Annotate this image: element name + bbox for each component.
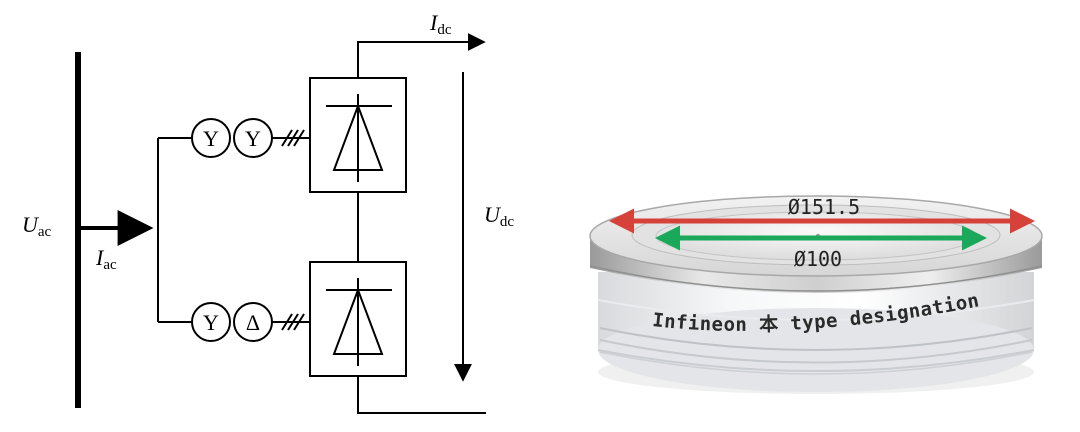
i-ac-label: Iac [95,245,117,273]
transformer-bottom-primary-symbol: Y [203,310,219,335]
transformer-top: Y Y [191,118,310,158]
circuit-diagram: Uac Iac Y Y Y Δ [22,10,514,414]
three-phase-ticks-top [281,129,305,147]
three-phase-ticks-bottom [281,313,305,331]
transformer-top-primary-symbol: Y [203,126,219,151]
transformer-bottom-secondary-symbol: Δ [246,310,260,335]
inner-diameter-label: Ø100 [794,247,842,271]
transformer-bottom: Y Δ [191,302,310,342]
converter-bridge-bottom [309,261,407,377]
i-dc-label: Idc [429,10,452,38]
dc-positive-line [357,33,486,78]
thyristor-top-triangle [332,103,384,171]
ceramic-housing [597,272,1035,392]
converter-bridge-top [309,77,407,193]
transformer-top-secondary-symbol: Y [245,126,261,151]
transformer-top-primary-winding [191,118,231,158]
thyristor-bottom-triangle [332,287,384,355]
outer-diameter-label: Ø151.5 [788,195,860,219]
thyristor-photo: Ø151.5 Ø100 Infineon 本 type designation [589,195,1043,394]
u-dc-label: Udc [484,202,514,230]
dc-negative-line [357,376,486,414]
u-ac-label: Uac [22,212,52,240]
transformer-bottom-primary-winding [191,302,231,342]
